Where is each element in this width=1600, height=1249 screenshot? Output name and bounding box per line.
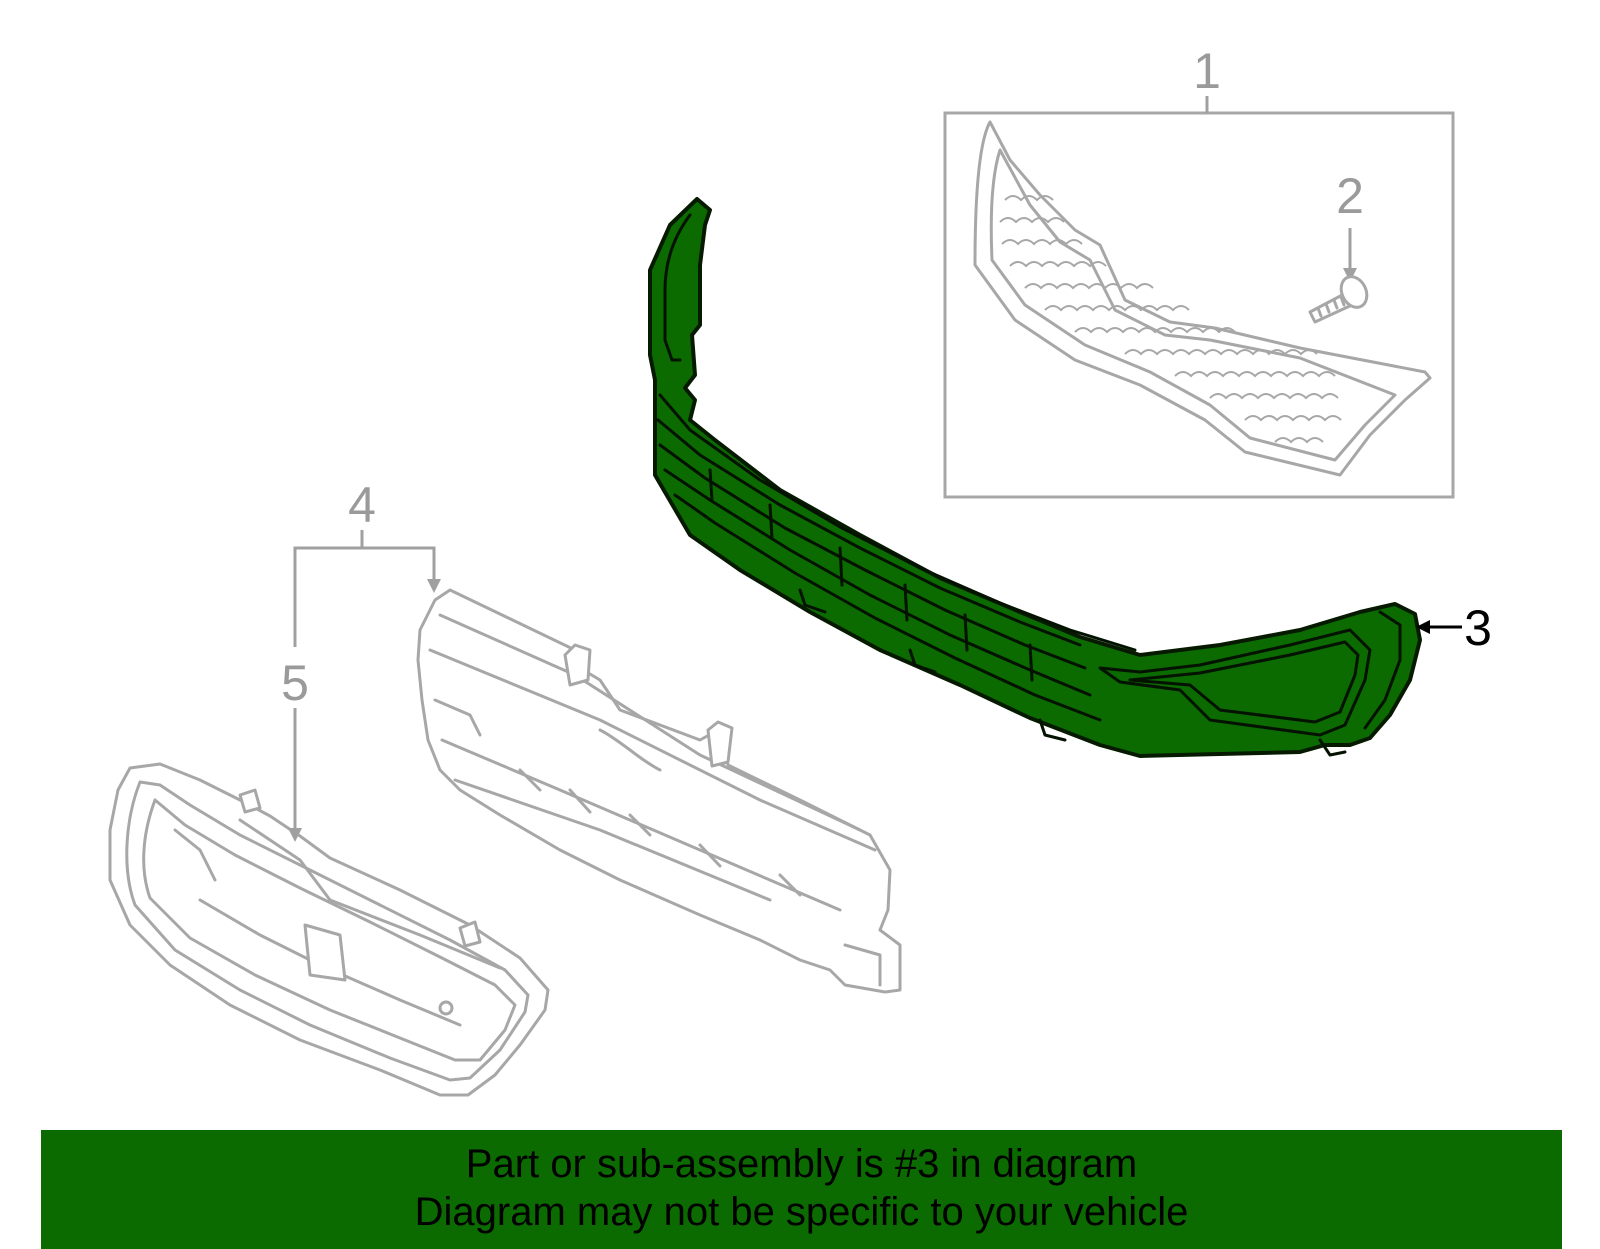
lower-grille-body — [648, 197, 1422, 758]
frame-hole — [438, 1000, 454, 1016]
callout-4: 4 — [348, 477, 376, 533]
frame-inner-rim-2 — [142, 798, 517, 1062]
part-2-arrowhead — [1343, 268, 1357, 282]
part-5-grille-frame[interactable] — [108, 762, 550, 1097]
lower-grille-side-vent-inner — [1128, 640, 1360, 724]
part-3-leader — [1416, 620, 1462, 634]
lower-grille-end-edge — [1363, 610, 1402, 730]
frame-center-block — [303, 923, 347, 982]
part-4-leader — [293, 546, 436, 647]
grille-outline — [973, 120, 1432, 477]
bracket-ribs — [428, 613, 877, 912]
part-1-upper-grille[interactable] — [943, 96, 1455, 499]
part-5-arrowhead — [288, 828, 302, 842]
screw-thread — [1316, 295, 1346, 318]
lower-grille-top-edge — [658, 393, 1137, 652]
grille-mesh — [999, 195, 1342, 444]
callout-3: 3 — [1464, 600, 1492, 656]
bracket-tab-right — [706, 720, 734, 768]
screw-head — [1339, 275, 1369, 309]
frame-tab-left — [238, 788, 262, 814]
part-1-box — [943, 111, 1455, 499]
lower-grille-dividers — [708, 468, 1034, 682]
part-2-screw[interactable] — [1308, 228, 1372, 324]
frame-tab-right — [458, 920, 482, 948]
frame-inner-rim — [125, 780, 530, 1082]
lower-grille-slat-2 — [658, 443, 1087, 670]
leader-4-5 — [288, 530, 441, 842]
bracket-curve — [598, 728, 662, 772]
callout-1: 1 — [1193, 43, 1221, 99]
banner-line-1: Part or sub-assembly is #3 in diagram — [465, 1142, 1138, 1186]
part-4-grille-bracket[interactable] — [416, 588, 902, 994]
info-banner: Part or sub-assembly is #3 in diagram Di… — [41, 1130, 1562, 1249]
part-3-lower-grille[interactable] — [648, 197, 1422, 758]
bracket-tab-left — [563, 643, 592, 687]
part-4-arrowhead — [427, 579, 441, 593]
bracket-outline — [416, 588, 902, 994]
bracket-slots — [518, 768, 802, 897]
lower-grille-slat-1 — [656, 418, 1082, 647]
lower-grille-clips — [798, 588, 1347, 757]
part-3-arrowhead — [1416, 620, 1430, 634]
callout-2: 2 — [1336, 168, 1364, 224]
lower-grille-side-vent-outer — [1098, 628, 1372, 737]
lower-grille-left-flange — [663, 213, 692, 362]
banner-line-2: Diagram may not be specific to your vehi… — [414, 1190, 1189, 1234]
lower-grille-slat-4 — [673, 493, 1102, 722]
frame-outline — [108, 762, 550, 1097]
callout-5: 5 — [281, 655, 309, 711]
bracket-end-detail — [843, 943, 882, 987]
